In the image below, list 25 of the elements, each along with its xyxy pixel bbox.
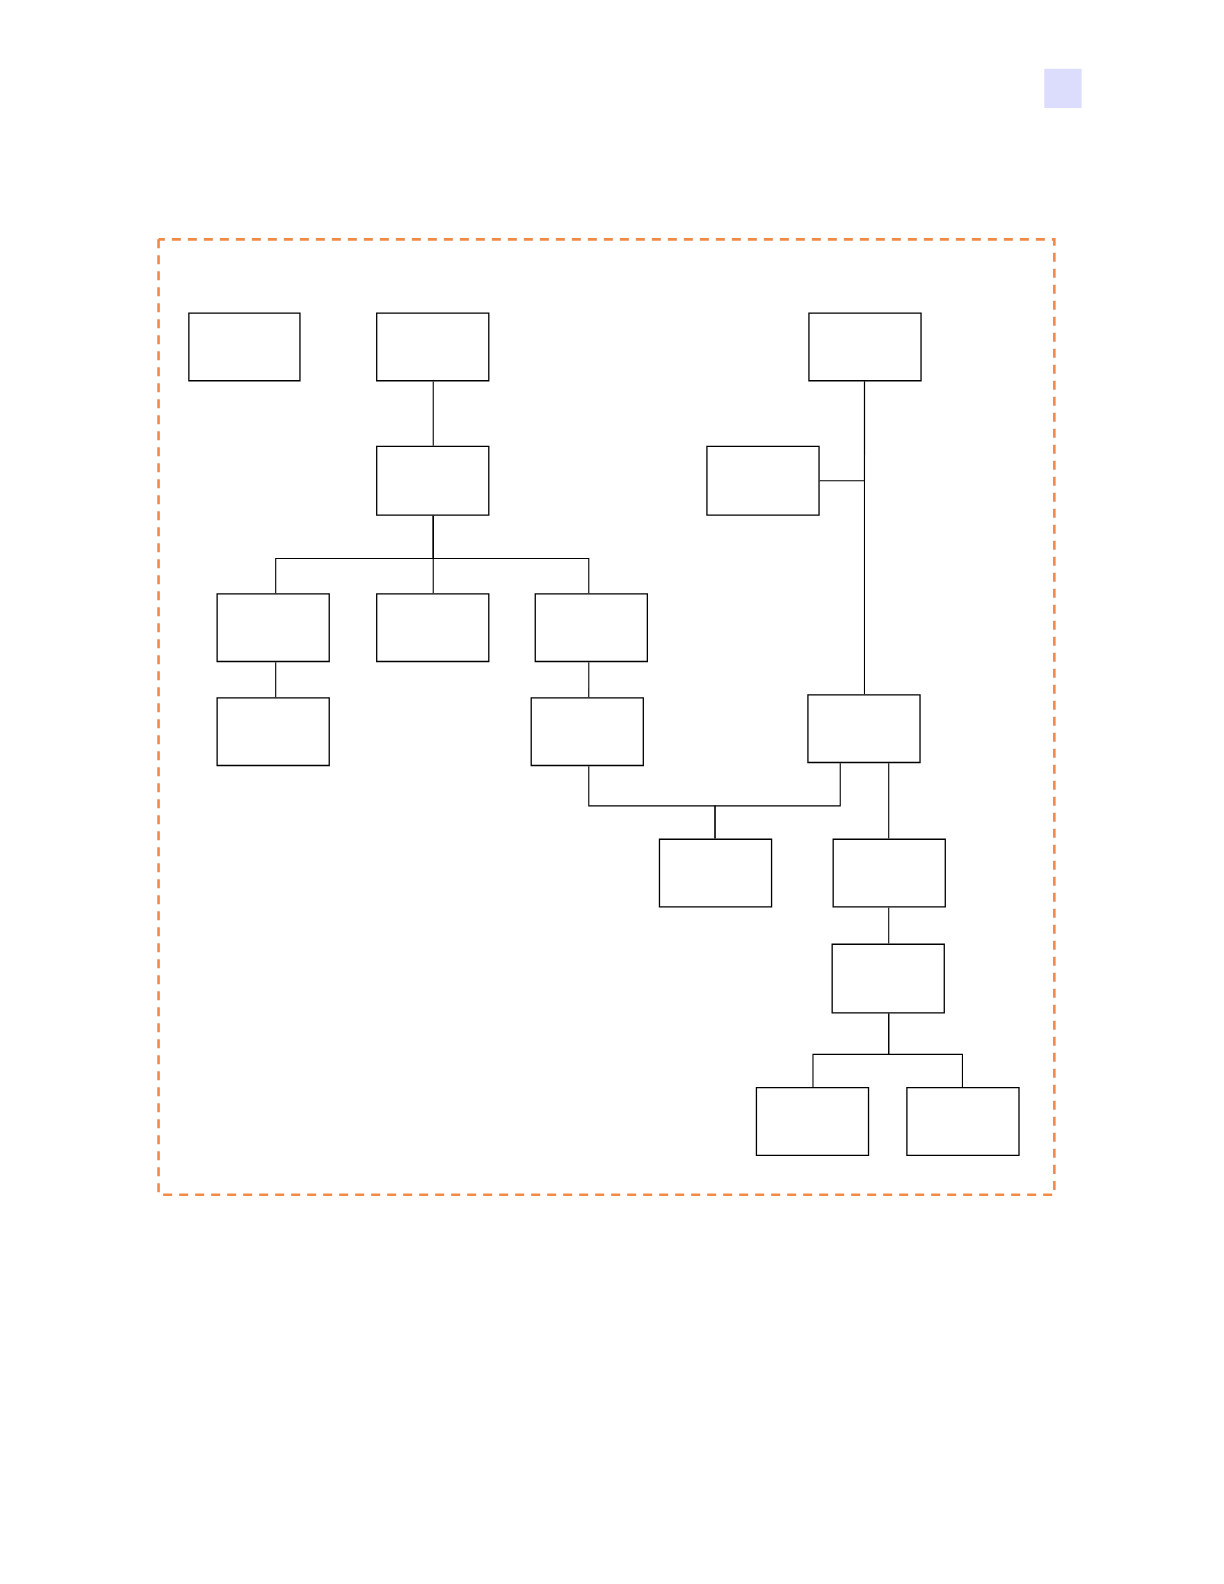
box xyxy=(807,694,921,764)
connector-line xyxy=(714,762,841,840)
box xyxy=(376,312,490,382)
connector-line xyxy=(888,1013,963,1088)
box xyxy=(658,838,773,908)
box xyxy=(755,1087,870,1156)
connector-line xyxy=(888,762,890,840)
box xyxy=(832,838,946,908)
connector-line xyxy=(432,515,590,594)
connector-line xyxy=(888,907,890,945)
box xyxy=(534,593,648,663)
connector-line xyxy=(432,380,434,447)
connector-line xyxy=(863,380,866,695)
box xyxy=(188,312,301,382)
box xyxy=(376,445,490,516)
box xyxy=(831,943,945,1014)
box xyxy=(376,593,490,663)
connector-line xyxy=(588,661,590,698)
box xyxy=(906,1087,1020,1156)
box xyxy=(530,697,644,767)
box xyxy=(216,593,330,663)
connector-line xyxy=(275,661,277,698)
box xyxy=(706,445,820,516)
box xyxy=(216,697,330,767)
box xyxy=(808,312,922,382)
